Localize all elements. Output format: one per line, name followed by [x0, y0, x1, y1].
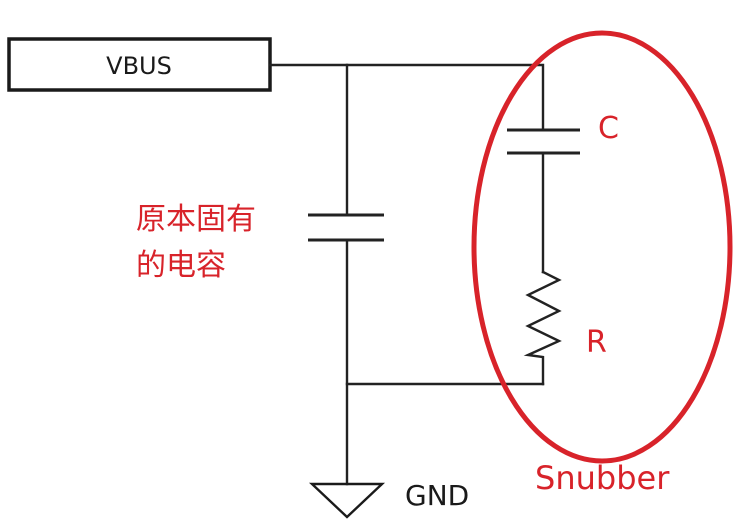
vbus-label: VBUS [106, 52, 172, 80]
snubber-resistor [523, 270, 562, 386]
ground-icon [308, 482, 386, 519]
inherent-capacitor-label-line2: 的电容 [136, 248, 226, 283]
inherent-capacitor [308, 63, 384, 486]
snubber-capacitor [507, 128, 580, 274]
top-wire [268, 63, 545, 132]
vbus-box [7, 37, 272, 92]
snubber-capacitor-label: C [598, 111, 619, 146]
inherent-capacitor-label-line1: 原本固有 [136, 202, 256, 237]
snubber-label: Snubber [535, 459, 670, 497]
snubber-resistor-label: R [586, 325, 607, 360]
snubber-highlight-ellipse [471, 30, 733, 464]
gnd-label: GND [405, 479, 469, 512]
vbus-node: VBUS [7, 37, 272, 92]
